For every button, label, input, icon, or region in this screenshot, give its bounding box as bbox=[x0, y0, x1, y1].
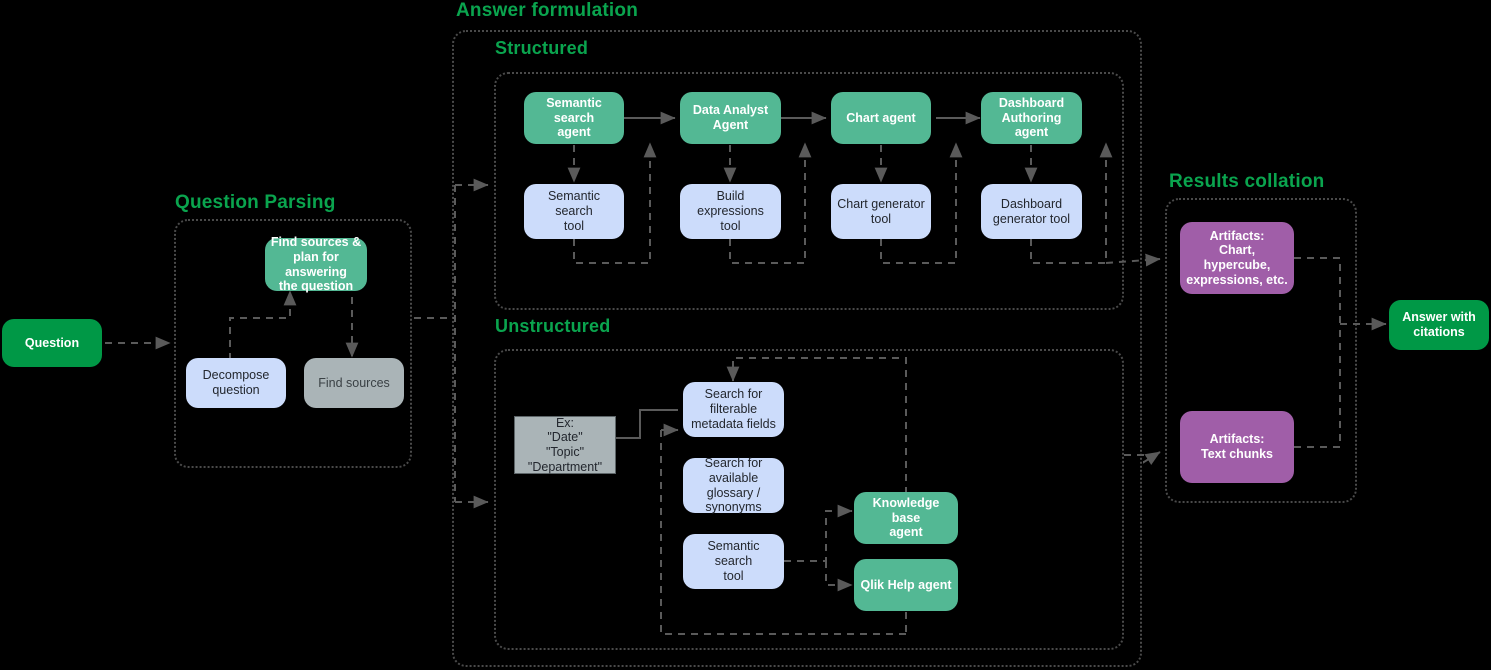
group-title-unstructured: Unstructured bbox=[495, 316, 611, 336]
group-title-answer-formulation: Answer formulation bbox=[456, 0, 639, 21]
node-artifacts-chart[interactable]: Artifacts:Chart, hypercube,expressions, … bbox=[1180, 222, 1294, 294]
node-question-label: Question bbox=[24, 335, 80, 350]
container-unstructured bbox=[494, 349, 1124, 650]
node-example-fields: Ex:"Date""Topic""Department" bbox=[514, 416, 616, 474]
node-artifacts-chart-label: Artifacts:Chart, hypercube,expressions, … bbox=[1186, 228, 1288, 287]
node-chart-agent-label: Chart agent bbox=[846, 110, 916, 125]
node-qlik-help-agent[interactable]: Qlik Help agent bbox=[854, 559, 958, 611]
group-title-results-collation: Results collation bbox=[1169, 171, 1325, 192]
node-qlik-help-agent-label: Qlik Help agent bbox=[860, 577, 952, 592]
node-chart-agent[interactable]: Chart agent bbox=[831, 92, 931, 144]
node-question[interactable]: Question bbox=[2, 319, 102, 367]
container-results-collation bbox=[1165, 198, 1357, 503]
group-title-question-parsing: Question Parsing bbox=[175, 192, 336, 213]
container-question-parsing bbox=[174, 219, 412, 468]
container-structured bbox=[494, 72, 1124, 310]
group-title-structured: Structured bbox=[495, 38, 589, 58]
node-artifacts-text[interactable]: Artifacts:Text chunks bbox=[1180, 411, 1294, 483]
node-find-sources-label: Find sources bbox=[318, 375, 390, 390]
node-find-sources[interactable]: Find sources bbox=[304, 358, 404, 408]
node-example-fields-label: Ex:"Date""Topic""Department" bbox=[527, 415, 603, 474]
node-artifacts-text-label: Artifacts:Text chunks bbox=[1200, 432, 1273, 461]
container-answer-formulation bbox=[452, 30, 1142, 667]
